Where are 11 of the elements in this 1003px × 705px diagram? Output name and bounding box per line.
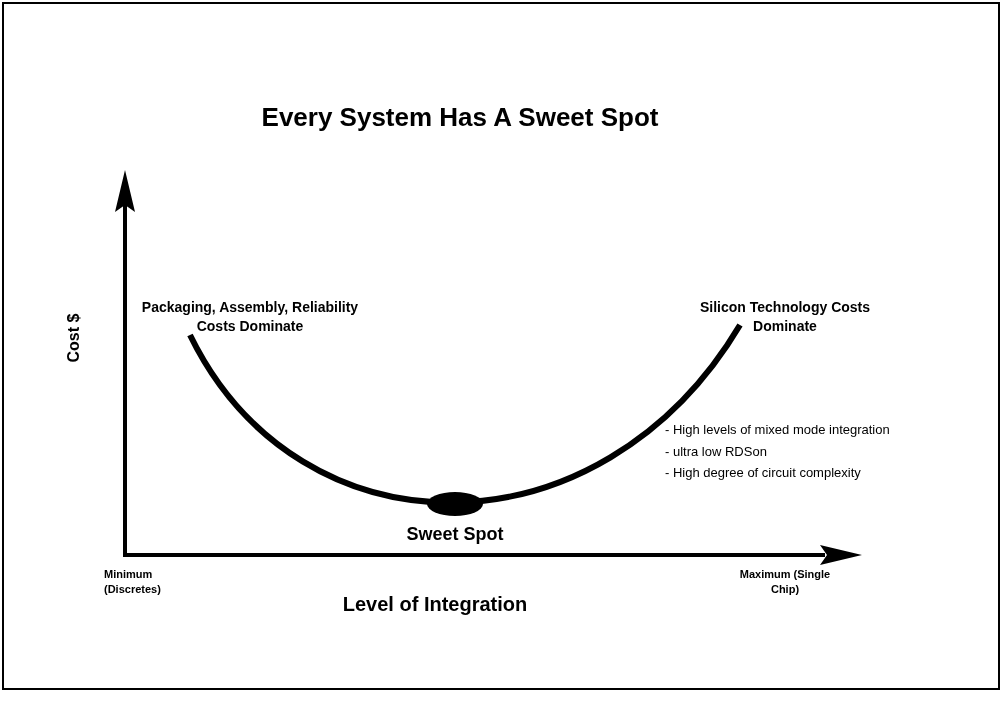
axis-end-label: Maximum (Single Chip) [738, 567, 832, 597]
note-text: - High degree of circuit complexity [665, 464, 861, 482]
note-text: - High levels of mixed mode integration [665, 421, 890, 439]
diagram-title: Every System Has A Sweet Spot [260, 101, 660, 134]
region-label: Packaging, Assembly, Reliability Costs Dominate [140, 298, 360, 336]
axis-label: Level of Integration [341, 592, 529, 617]
axis-label: Cost $ [64, 312, 83, 365]
region-label: Silicon Technology Costs Dominate [698, 298, 872, 336]
axis-end-label: Minimum (Discretes) [104, 567, 162, 597]
note-text: - ultra low RDSon [665, 443, 767, 461]
point-label: Sweet Spot [405, 523, 505, 546]
